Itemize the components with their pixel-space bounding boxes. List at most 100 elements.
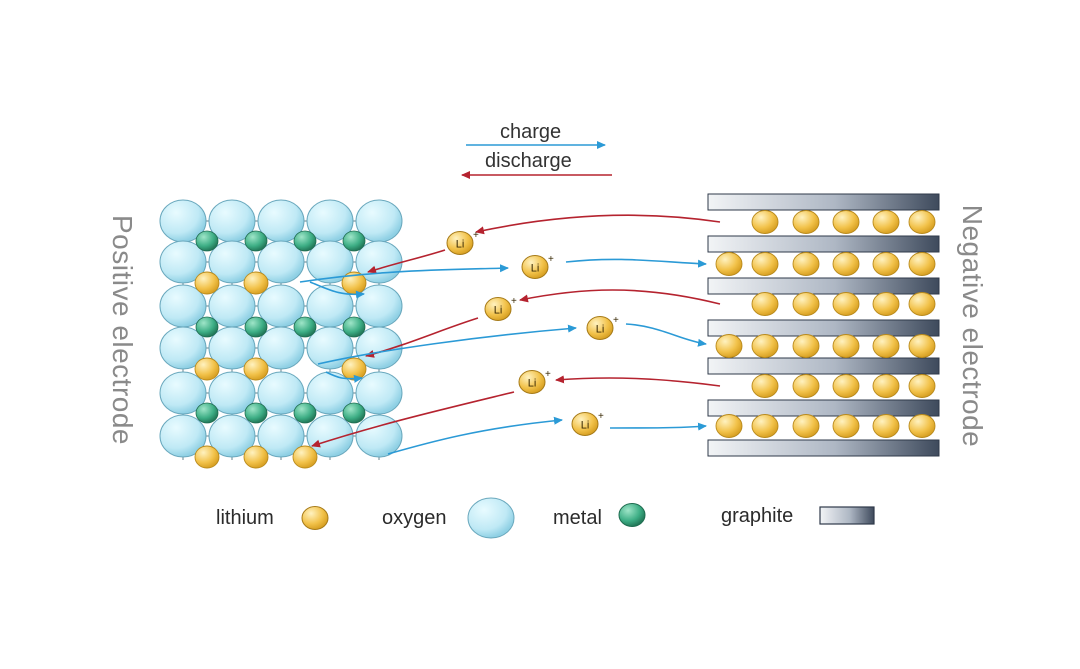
direction-key <box>461 141 612 179</box>
legend-metal-label: metal <box>553 507 602 529</box>
lithium-atom <box>792 210 820 234</box>
lithium-atom <box>715 252 743 276</box>
metal-atom <box>342 230 366 252</box>
discharge-arrow-path <box>475 214 721 235</box>
discharge-label: discharge <box>485 150 572 172</box>
graphite-layer <box>707 357 940 375</box>
lithium-ion-sphere <box>518 370 546 394</box>
lithium-atom <box>751 292 779 316</box>
graphite-layer <box>707 277 940 295</box>
positive-electrode-lattice <box>159 199 403 469</box>
legend-graphite-swatch <box>819 506 875 525</box>
lithium-atom <box>243 445 269 469</box>
lithium-ion-charge: + <box>545 369 551 380</box>
charge-arrow-path <box>309 281 365 299</box>
lithium-atom <box>832 374 860 398</box>
lithium-ions: Li+Li+Li+Li+Li+Li+ <box>446 230 619 436</box>
metal-atom <box>342 402 366 424</box>
oxygen-atom <box>208 414 256 458</box>
lithium-ion: Li + <box>586 315 619 340</box>
discharge-arrow-path <box>519 289 721 305</box>
lithium-ion-sphere <box>484 297 512 321</box>
lithium-atom <box>872 252 900 276</box>
positive-electrode-label: Positive electrode <box>107 214 138 446</box>
lithium-ion: Li + <box>446 230 479 255</box>
lithium-ion-sphere <box>586 316 614 340</box>
lithium-ion: Li+ <box>571 411 604 436</box>
oxygen-atom <box>306 240 354 284</box>
lithium-atom <box>751 334 779 358</box>
oxygen-atom <box>355 371 403 415</box>
lithium-ion-sphere <box>521 255 549 279</box>
metal-atom <box>195 316 219 338</box>
lithium-ion-symbol: Li <box>494 305 503 317</box>
lithium-atom <box>832 210 860 234</box>
lithium-atom <box>872 334 900 358</box>
charge-arrow-path <box>565 258 707 268</box>
charge-arrow-path <box>317 324 577 365</box>
metal-atom <box>244 316 268 338</box>
lithium-atom <box>792 374 820 398</box>
lithium-atom <box>908 292 936 316</box>
charge-arrow-path <box>325 371 363 383</box>
graphite-layer <box>707 399 940 417</box>
charge-arrow-path <box>387 416 563 455</box>
lithium-ion-charge: + <box>598 411 604 422</box>
lithium-atom <box>751 414 779 438</box>
lithium-ion-sphere <box>446 231 474 255</box>
lithium-ion-charge: + <box>548 254 554 265</box>
metal-atom <box>244 230 268 252</box>
lithium-ion-charge: + <box>613 315 619 326</box>
lithium-atom <box>908 414 936 438</box>
oxygen-atom <box>159 240 207 284</box>
lithium-atom <box>908 374 936 398</box>
lithium-atom <box>832 334 860 358</box>
oxygen-atom <box>159 326 207 370</box>
lithium-atom <box>908 252 936 276</box>
oxygen-atom <box>159 371 207 415</box>
graphite-layer <box>707 193 940 211</box>
lithium-atom <box>751 210 779 234</box>
lithium-ion-symbol: Li <box>528 378 537 390</box>
lithium-ion-symbol: Li <box>456 239 465 251</box>
lithium-atom <box>832 292 860 316</box>
lithium-ion-symbol: Li <box>596 324 605 336</box>
lithium-ion-sphere <box>571 412 599 436</box>
lithium-ion-charge: + <box>473 230 479 241</box>
lithium-atom <box>751 374 779 398</box>
oxygen-atom <box>257 240 305 284</box>
metal-atom <box>342 316 366 338</box>
oxygen-atom <box>257 371 305 415</box>
metal-atom <box>293 230 317 252</box>
lithium-atom <box>792 414 820 438</box>
lithium-atom <box>292 445 318 469</box>
graphite-layer <box>707 319 940 337</box>
lithium-atom <box>715 334 743 358</box>
oxygen-atom <box>208 371 256 415</box>
lithium-atom <box>872 292 900 316</box>
lithium-atom <box>832 252 860 276</box>
lithium-atom <box>908 334 936 358</box>
oxygen-atom <box>208 326 256 370</box>
discharge-arrow-path <box>311 391 515 448</box>
oxygen-atom <box>257 326 305 370</box>
legend <box>301 497 875 539</box>
lithium-atom <box>243 357 269 381</box>
lithium-atom <box>792 334 820 358</box>
lithium-atom <box>792 252 820 276</box>
metal-atom <box>293 402 317 424</box>
legend-lithium-swatch <box>301 506 329 530</box>
legend-metal-swatch <box>618 503 646 527</box>
lithium-atom <box>792 292 820 316</box>
lithium-atom <box>751 252 779 276</box>
charge-arrow-path <box>625 323 707 347</box>
charge-label: charge <box>500 121 562 143</box>
discharge-arrow-path <box>555 375 721 387</box>
oxygen-atom <box>208 240 256 284</box>
lithium-ion-charge: + <box>511 296 517 307</box>
legend-oxygen-label: oxygen <box>382 507 447 529</box>
lithium-ion: Li+ <box>521 254 554 279</box>
charge-arrow-path <box>299 264 509 283</box>
